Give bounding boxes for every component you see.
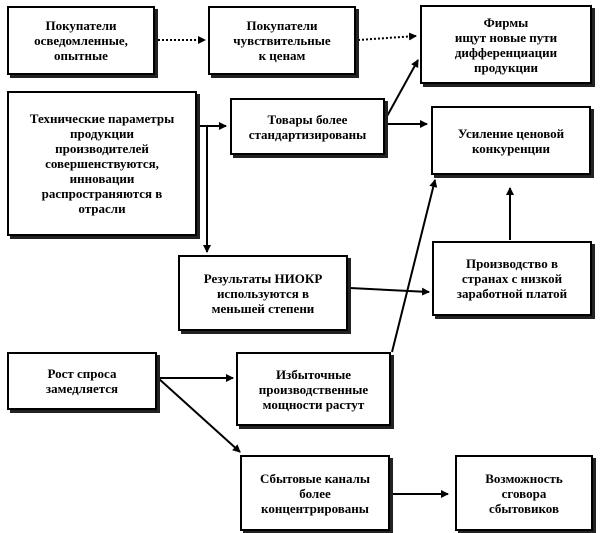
- node-price-competition: Усиление ценовой конкуренции: [431, 106, 591, 175]
- node-sales-channels: Сбытовые каналы более концентрированы: [240, 455, 390, 531]
- edge-b5-b3: [385, 59, 419, 119]
- node-collusion: Возможность сговора сбытовиков: [455, 455, 593, 531]
- node-low-wage-production: Производство в странах с низкой заработн…: [432, 241, 592, 316]
- edge-b2-b3: [357, 32, 417, 41]
- node-firms-seek-differentiation: Фирмы ищут новые пути дифференциации про…: [420, 5, 592, 84]
- node-price-sensitive-buyers: Покупатели чувствительные к ценам: [208, 6, 356, 75]
- edge-b8-b7: [349, 287, 430, 296]
- edge-b9-b11: [157, 377, 241, 453]
- node-informed-buyers: Покупатели осведомленные, опытные: [7, 6, 155, 75]
- node-excess-capacity: Избыточные производственные мощности рас…: [236, 352, 391, 426]
- node-technical-parameters: Технические параметры продукции производ…: [7, 91, 197, 236]
- node-standardized-goods: Товары более стандартизированы: [230, 98, 385, 155]
- node-rnd-results: Результаты НИОКР используются в меньшей …: [178, 255, 348, 331]
- edge-b10-b6: [391, 179, 438, 353]
- node-demand-growth-slows: Рост спроса замедляется: [7, 352, 157, 410]
